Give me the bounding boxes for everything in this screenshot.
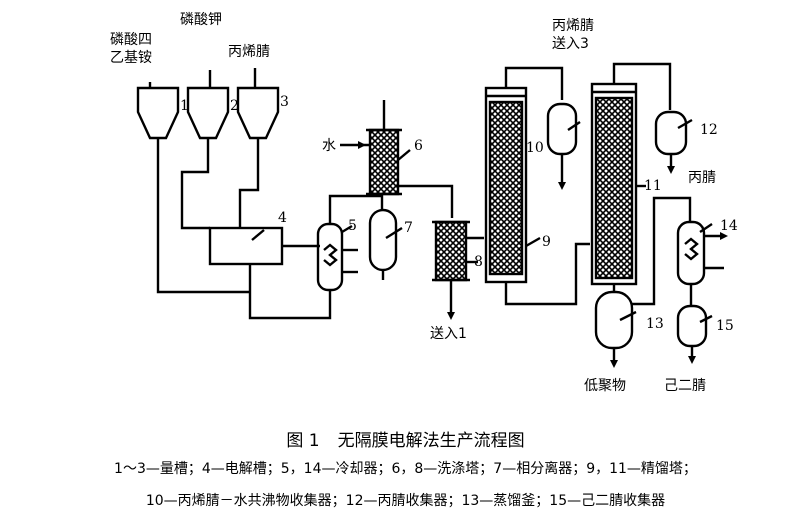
process-flow-diagram: 磷酸四 乙基铵 磷酸钾 丙烯腈 水 丙烯腈 送入3 丙腈 送入1 低聚物 己二腈…	[110, 12, 738, 394]
adiponitrile-collector-15	[676, 304, 713, 360]
distillation-tower-9	[484, 86, 541, 284]
unit-number-12: 12	[700, 122, 718, 138]
pipe-cooler5-return	[248, 264, 332, 320]
arrow-azeo-out	[558, 182, 566, 190]
arrow-propionitrile-out	[667, 166, 675, 174]
still-13	[594, 290, 637, 364]
label-water: 水	[322, 138, 336, 154]
arrow-cooler14-in	[720, 232, 728, 240]
label-tetraethylammonium-phosphate-2: 乙基铵	[110, 49, 152, 66]
pipe-tower9-bottom-to-tower11	[504, 242, 590, 306]
phase-separator-7	[368, 208, 403, 280]
label-potassium-phosphate: 磷酸钾	[180, 12, 222, 28]
arrow-adiponitrile	[688, 356, 696, 364]
washing-tower-8	[432, 220, 484, 316]
legend-line-1: 1～3—量槽；4—电解槽；5，14—冷却器；6，8—洗涤塔；7—相分离器；9，1…	[114, 461, 697, 477]
propionitrile-collector-12	[654, 110, 693, 170]
label-tetraethylammonium-phosphate-1: 磷酸四	[110, 32, 152, 48]
measuring-tank-3	[236, 68, 280, 160]
pipe-tower11-overhead	[612, 62, 672, 110]
azeotrope-collector-10	[546, 102, 581, 186]
unit-number-1: 1	[180, 98, 189, 114]
unit-number-14: 14	[720, 218, 738, 234]
washing-tower-6	[340, 100, 411, 196]
pipe-tank3-to-electrolyzer	[238, 160, 260, 228]
pipe-still13-to-cooler14	[632, 196, 692, 306]
figure-title: 无隔膜电解法生产流程图	[337, 431, 525, 451]
label-acrylonitrile-feed: 丙烯腈	[228, 44, 270, 60]
label-propionitrile: 丙腈	[688, 170, 716, 186]
unit-number-2: 2	[230, 98, 239, 114]
unit-number-5: 5	[348, 218, 357, 234]
unit-number-13: 13	[646, 316, 664, 332]
figure-number: 图 1	[286, 431, 320, 451]
unit-number-9: 9	[542, 234, 551, 250]
label-send-to-1: 送入1	[430, 326, 467, 342]
cooler-14	[676, 220, 724, 306]
label-adiponitrile: 己二腈	[664, 378, 706, 394]
unit-number-3: 3	[280, 94, 289, 110]
arrow-water-in	[358, 141, 366, 149]
label-low-polymer: 低聚物	[584, 378, 626, 394]
unit-number-15: 15	[716, 318, 734, 334]
unit-number-10: 10	[526, 140, 544, 156]
pipe-tank2-to-electrolyzer	[180, 150, 210, 230]
unit-number-7: 7	[404, 220, 413, 236]
distillation-tower-11	[590, 82, 646, 286]
pipe-tank1-to-electrolyzer	[156, 148, 250, 294]
pipe-tower6-to-tower8	[398, 184, 454, 218]
figure-caption: 图 1 无隔膜电解法生产流程图	[0, 426, 811, 451]
legend-line-2: 10—丙烯腈－水共沸物收集器；12—丙腈收集器；13—蒸馏釜；15—己二腈收集器	[145, 493, 666, 509]
unit-number-11: 11	[644, 178, 662, 194]
unit-number-6: 6	[414, 138, 423, 154]
unit-number-4: 4	[278, 210, 287, 226]
cooler-5	[316, 210, 358, 292]
arrow-send-to-1	[447, 312, 455, 320]
measuring-tank-1	[136, 82, 180, 148]
pipe-cooler5-to-separator7	[328, 194, 384, 210]
arrow-low-polymer	[610, 360, 618, 368]
pipe-tower9-overhead	[504, 66, 564, 100]
label-acrylonitrile-azeotrope-1: 丙烯腈	[552, 18, 594, 34]
label-acrylonitrile-azeotrope-2: 送入3	[552, 36, 589, 52]
electrolyzer-4	[208, 226, 284, 266]
unit-number-8: 8	[474, 254, 483, 270]
measuring-tank-2	[186, 70, 230, 150]
